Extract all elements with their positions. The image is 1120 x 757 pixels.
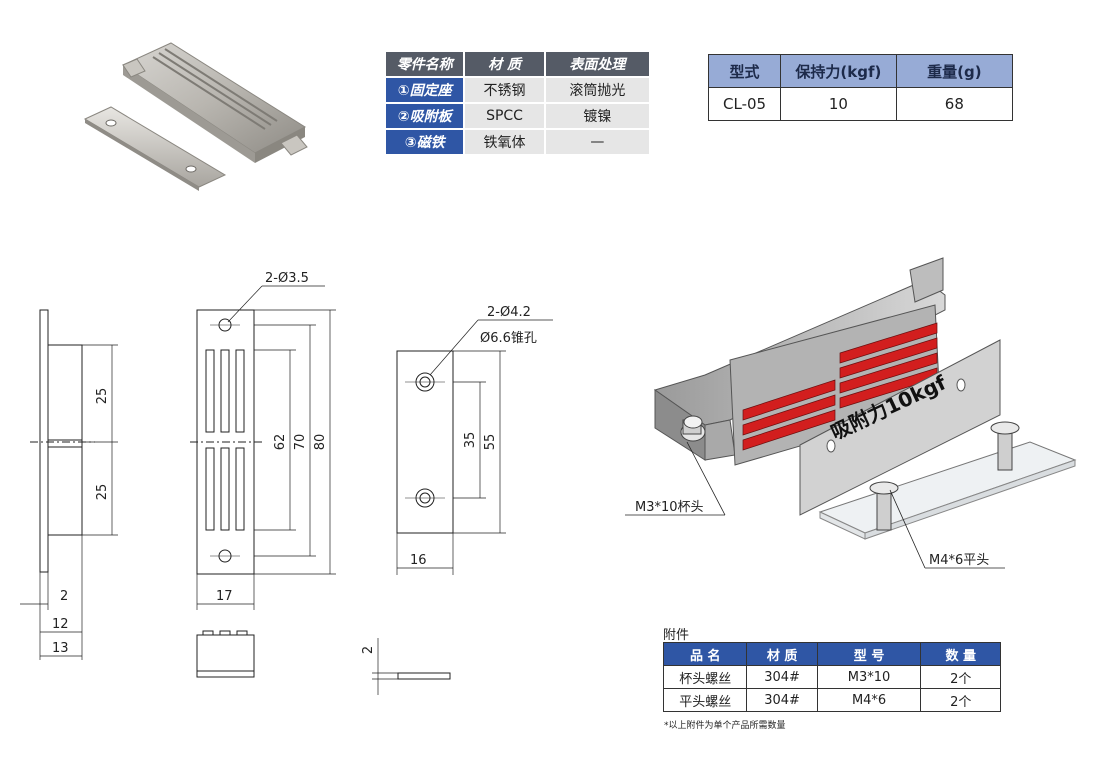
accessories-row: 平头螺丝 304# M4*6 2个 [662,688,1001,712]
acc-cell-name: 杯头螺丝 [662,665,748,689]
parts-cell-material: SPCC [463,102,546,130]
parts-cell-finish: 滚筒抛光 [543,76,652,104]
plate-view [372,319,553,695]
spec-cell-weight: 68 [895,87,1014,121]
spec-table: 型式 保持力(kgf) 重量(g) CL-05 10 68 [707,54,1014,121]
parts-cell-material: 不锈钢 [463,76,546,104]
dim-17: 17 [216,589,233,604]
accessories-header: 品 名 材 质 型 号 数 量 [662,642,1001,666]
spec-table-header: 型式 保持力(kgf) 重量(g) [707,54,1014,88]
dim-12: 12 [52,617,69,632]
dim-35: 35 [463,432,478,449]
accessories-title: 附件 [663,628,690,643]
spec-cell-model: CL-05 [707,87,782,121]
parts-cell-part: ①固定座 [383,76,466,104]
iso-flat-screw [869,421,1020,531]
iso-label-m4: M4*6平头 [929,553,989,568]
parts-cell-part: ②吸附板 [383,102,466,130]
dim-25-bottom: 25 [95,484,110,501]
dim-2: 2 [60,589,68,604]
parts-cell-material: 铁氧体 [463,128,546,156]
spec-header-model: 型式 [707,54,782,88]
front-view [190,285,336,678]
spec-cell-force: 10 [780,87,897,121]
parts-table: 零件名称 材 质 表面处理 ①固定座 不锈钢 滚筒抛光 ②吸附板 SPCC 镀镍… [383,50,652,156]
parts-table-row: ①固定座 不锈钢 滚筒抛光 [383,76,652,104]
isometric-illustration: 吸附力10kgf M3*10杯头 M4*6平头 [625,257,1077,569]
dim-hole-b: 2-Ø4.2 [487,305,531,320]
dim-countersink: Ø6.6锥孔 [480,331,537,346]
side-view [20,309,118,660]
spec-header-weight: 重量(g) [895,54,1014,88]
dim-hole-a: 2-Ø3.5 [265,271,309,286]
parts-header-finish: 表面处理 [543,50,652,78]
dim-62: 62 [273,434,288,451]
dim-16: 16 [410,553,427,568]
acc-header-model: 型 号 [816,642,922,666]
dim-2-thickness: 2 [361,646,376,654]
latch-body-photo [121,42,308,163]
dim-70: 70 [293,434,308,451]
acc-header-name: 品 名 [662,642,748,666]
acc-cell-qty: 2个 [920,665,1001,689]
iso-cap-screw [680,415,706,442]
dim-55: 55 [483,434,498,451]
dim-13: 13 [52,641,69,656]
acc-cell-qty: 2个 [920,688,1001,712]
iso-label-m3: M3*10杯头 [635,500,704,515]
acc-cell-model: M3*10 [816,665,922,689]
spec-table-row: CL-05 10 68 [707,87,1014,121]
accessories-row: 杯头螺丝 304# M3*10 2个 [662,665,1001,689]
parts-table-row: ②吸附板 SPCC 镀镍 [383,102,652,130]
technical-drawing: 25 25 2 12 13 2-Ø3.5 62 70 80 17 2-Ø4.2 … [20,271,553,695]
parts-header-material: 材 质 [463,50,546,78]
dim-25-top: 25 [95,388,110,405]
acc-cell-model: M4*6 [816,688,922,712]
acc-cell-material: 304# [746,665,818,689]
acc-header-material: 材 质 [746,642,818,666]
accessories-table: 品 名 材 质 型 号 数 量 杯头螺丝 304# M3*10 2个 平头螺丝 … [662,642,1001,712]
accessories-note: *以上附件为单个产品所需数量 [664,721,786,731]
parts-cell-finish: 镀镍 [543,102,652,130]
spec-header-force: 保持力(kgf) [780,54,897,88]
product-photo [83,42,308,191]
dim-80: 80 [313,434,328,451]
parts-table-row: ③磁铁 铁氧体 — [383,128,652,156]
acc-header-qty: 数 量 [920,642,1001,666]
strike-plate-photo [83,106,227,191]
parts-header-name: 零件名称 [383,50,466,78]
acc-cell-material: 304# [746,688,818,712]
acc-cell-name: 平头螺丝 [662,688,748,712]
parts-cell-finish: — [543,128,652,156]
parts-cell-part: ③磁铁 [383,128,466,156]
parts-table-header: 零件名称 材 质 表面处理 [383,50,652,78]
